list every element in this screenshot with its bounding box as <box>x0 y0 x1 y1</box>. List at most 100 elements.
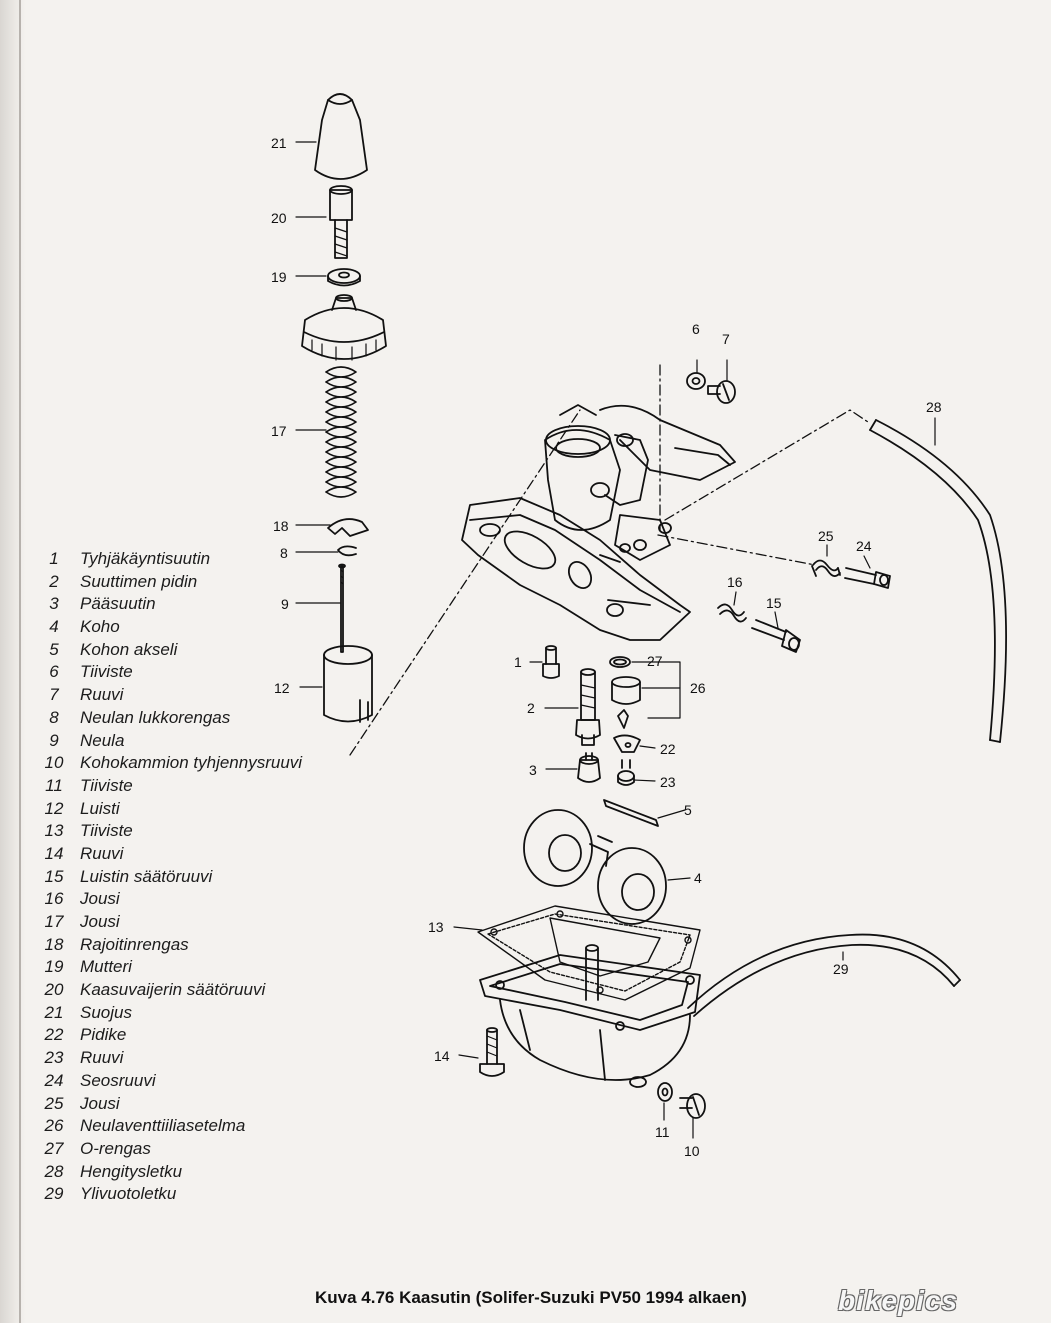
part-drain-screw-10 <box>679 1093 706 1119</box>
legend-number: 21 <box>44 1002 64 1022</box>
figure-caption: Kuva 4.76 Kaasutin (Solifer-Suzuki PV50 … <box>315 1288 747 1307</box>
part-spring-25 <box>811 559 841 577</box>
legend-item: 19 Mutteri <box>40 956 302 979</box>
callout-1: 1 <box>514 654 522 670</box>
legend-number: 9 <box>49 730 59 750</box>
part-screw-14 <box>479 1027 505 1077</box>
legend-label: Tiiviste <box>80 821 133 841</box>
legend-label: Kohokammion tyhjennysruuvi <box>80 753 303 773</box>
assembly-centerlines <box>349 364 869 756</box>
legend-item: 25 Jousi <box>40 1093 302 1116</box>
callout-23: 23 <box>660 774 676 790</box>
part-float-pin-5 <box>603 799 659 827</box>
legend-number: 4 <box>49 617 59 637</box>
legend-item: 4 Koho <box>40 616 302 639</box>
callout-3: 3 <box>529 762 537 778</box>
part-mixture-screw-24 <box>844 567 891 589</box>
legend-label: O-rengas <box>80 1138 151 1158</box>
legend-label: Kohon akseli <box>80 639 178 659</box>
callout-17: 17 <box>271 423 287 439</box>
legend-number: 1 <box>49 549 59 568</box>
legend-number: 5 <box>49 639 59 659</box>
legend-item: 22 Pidike <box>40 1024 302 1047</box>
part-washer-11 <box>657 1082 673 1102</box>
callout-15: 15 <box>766 595 782 611</box>
legend-number: 28 <box>44 1161 64 1181</box>
part-needle-clip-8 <box>337 545 357 557</box>
legend-number: 22 <box>44 1025 64 1045</box>
legend-label: Tiiviste <box>80 662 133 682</box>
legend-item: 5 Kohon akseli <box>40 639 302 662</box>
legend-label: Koho <box>80 617 120 637</box>
legend-number: 27 <box>44 1138 64 1158</box>
callout-24: 24 <box>856 538 872 554</box>
callout-6: 6 <box>692 321 700 337</box>
part-cap-21 <box>314 93 368 180</box>
legend-item: 9 Neula <box>40 730 302 753</box>
book-spine-fold <box>19 0 21 1323</box>
callout-19: 19 <box>271 269 287 285</box>
callout-18: 18 <box>273 518 289 534</box>
part-idle-jet-1 <box>542 645 560 679</box>
legend-number: 25 <box>44 1093 64 1113</box>
legend-label: Neula <box>80 730 125 750</box>
callout-25: 25 <box>818 528 834 544</box>
legend-label: Jousi <box>80 889 120 909</box>
legend-number: 29 <box>44 1184 64 1204</box>
callout-20: 20 <box>271 210 287 226</box>
part-jet-holder-2 <box>575 668 601 746</box>
part-nut-19 <box>327 268 361 287</box>
legend-label: Pidike <box>80 1025 127 1045</box>
callout-13: 13 <box>428 919 444 935</box>
legend-label: Luistin säätöruuvi <box>80 866 213 886</box>
part-spring-17 <box>325 366 357 498</box>
legend-number: 11 <box>45 775 63 795</box>
legend-number: 17 <box>44 912 64 931</box>
callout-5: 5 <box>684 802 692 818</box>
legend-number: 26 <box>44 1116 64 1136</box>
part-needle-9 <box>338 563 346 653</box>
legend-number: 6 <box>49 662 59 682</box>
legend-label: Jousi <box>80 1093 120 1113</box>
part-breather-hose-28 <box>869 419 1007 743</box>
legend-number: 15 <box>44 866 64 886</box>
callout-26: 26 <box>690 680 706 696</box>
callout-8: 8 <box>280 545 288 561</box>
part-top-cap <box>301 294 387 361</box>
part-gasket-13 <box>477 905 701 1001</box>
legend-label: Pääsuutin <box>80 594 156 614</box>
watermark-logo: bikepics <box>838 1285 959 1316</box>
callout-16: 16 <box>727 574 743 590</box>
callout-11: 11 <box>655 1124 670 1140</box>
legend-label: Ruuvi <box>80 685 124 705</box>
part-o-ring-27 <box>609 656 631 668</box>
callout-14: 14 <box>434 1048 450 1064</box>
legend-number: 14 <box>44 843 64 863</box>
legend-label: Tyhjäkäyntisuutin <box>80 549 211 568</box>
legend-item: 27 O-rengas <box>40 1138 302 1161</box>
legend-label: Neulan lukkorengas <box>80 707 231 727</box>
legend-number: 19 <box>44 957 64 977</box>
legend-item: 11 Tiiviste <box>40 775 302 798</box>
legend-number: 12 <box>44 798 64 818</box>
legend-label: Tiiviste <box>80 775 133 795</box>
legend-label: Mutteri <box>80 957 132 977</box>
callout-21: 21 <box>271 135 287 151</box>
legend-item: 29 Ylivuotoletku <box>40 1183 302 1206</box>
part-slide-12 <box>323 645 373 723</box>
callout-9: 9 <box>281 596 289 612</box>
legend-number: 7 <box>49 685 59 705</box>
legend-label: Ylivuotoletku <box>80 1184 177 1204</box>
